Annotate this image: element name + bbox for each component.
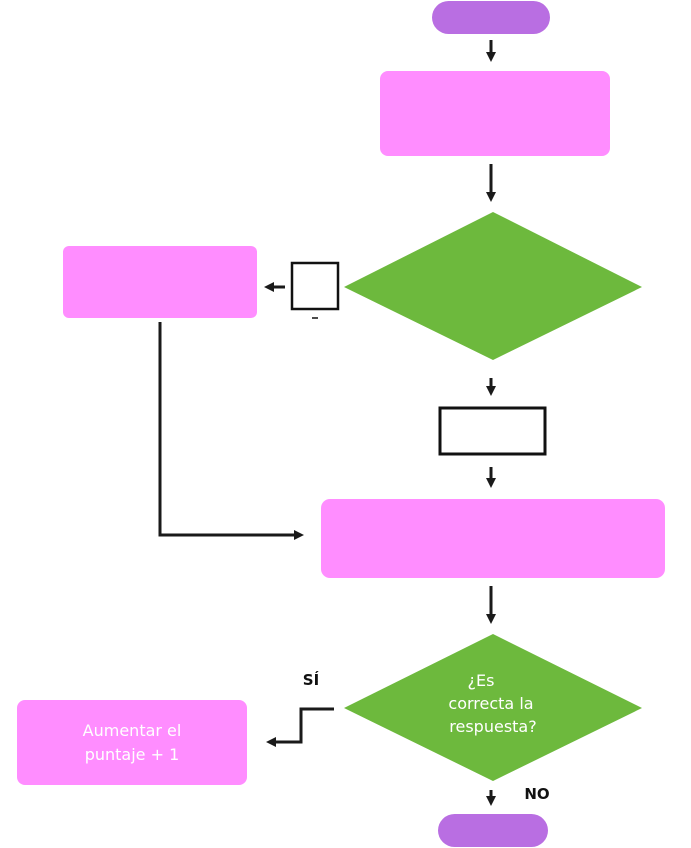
connector-yes-to-score (266, 707, 334, 747)
end-terminal (438, 814, 548, 847)
process-score-line-2: puntaje + 1 (85, 745, 180, 764)
no-blank-label-box (438, 406, 547, 456)
process-score (17, 700, 247, 785)
no-label: NO (524, 785, 549, 803)
yes-blank-label-box (290, 261, 340, 311)
process-left (63, 246, 257, 318)
process-score-line-1: Aumentar el (83, 721, 182, 740)
decision-bottom-line-2: correcta la (448, 694, 533, 713)
decision-bottom (344, 634, 642, 781)
decision-top (344, 212, 642, 360)
process-top (380, 71, 610, 156)
yes-label: SÍ (303, 670, 320, 689)
connector-left-to-middle (158, 322, 304, 540)
decision-bottom-line-1: ¿Es (468, 671, 495, 690)
start-terminal (432, 1, 550, 34)
decision-bottom-line-3: respuesta? (449, 717, 536, 736)
process-middle (321, 499, 665, 578)
